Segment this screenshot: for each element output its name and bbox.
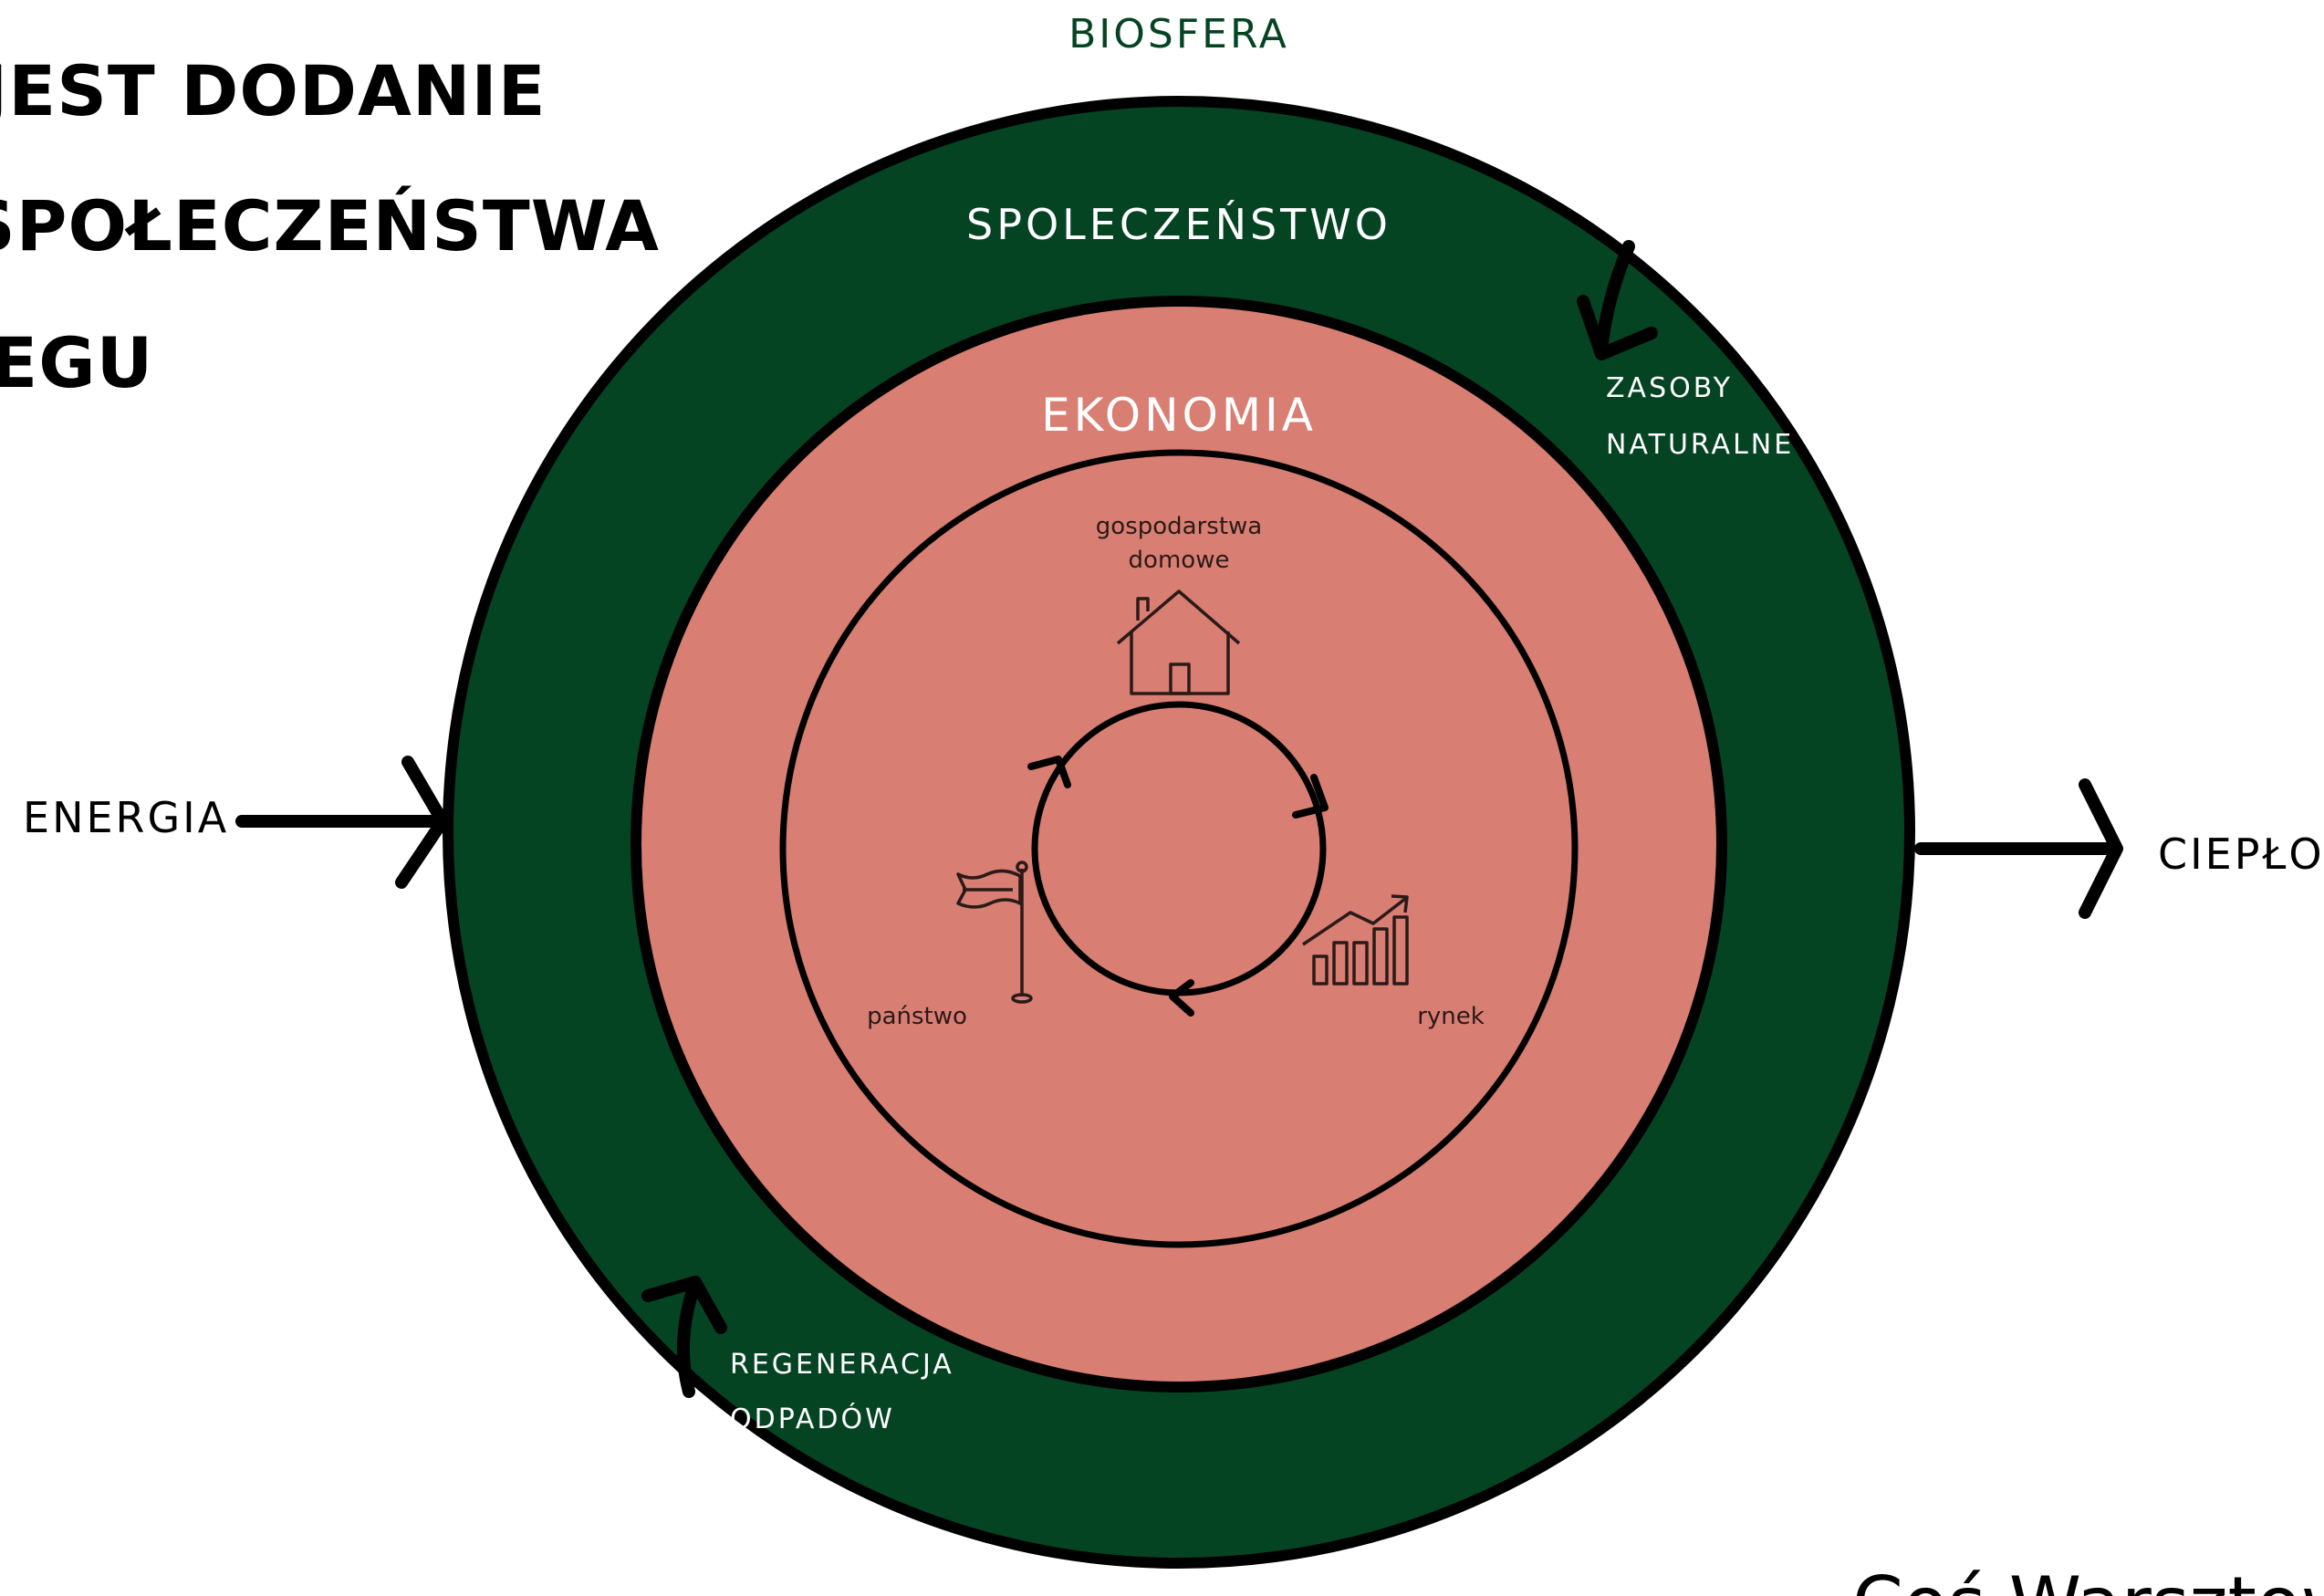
waste-regeneration-label-2: ODPADÓW xyxy=(730,1402,895,1435)
households-label-1: gospodarstwa xyxy=(1096,513,1262,540)
waste-regeneration-arrow xyxy=(641,1276,727,1398)
market-label: rynek xyxy=(1417,1003,1485,1030)
cycle-arrow-icon xyxy=(1027,756,1329,1017)
economy-label: EKONOMIA xyxy=(1041,389,1317,442)
flag-icon xyxy=(956,861,1033,1004)
heat-label: CIEPŁO xyxy=(2158,829,2324,879)
natural-resources-arrow xyxy=(1577,240,1658,360)
inner-economy-ring xyxy=(779,449,1579,1248)
chart-growth-icon xyxy=(1302,894,1409,986)
energy-label: ENERGIA xyxy=(23,793,229,842)
state-label: państwo xyxy=(867,1003,967,1030)
economy-disc xyxy=(631,296,1727,1393)
house-icon xyxy=(1116,589,1241,695)
waste-regeneration-label-1: REGENERACJA xyxy=(730,1349,954,1381)
natural-resources-label-1: ZASOBY xyxy=(1606,372,1733,404)
headline-line-3: IEGU xyxy=(0,322,154,403)
natural-resources-label-2: NATURALNE xyxy=(1606,429,1794,461)
biosphere-label: BIOSFERA xyxy=(1068,11,1289,57)
households-label-2: domowe xyxy=(1129,547,1230,574)
footer-partial-text: Coś Warsztowa xyxy=(1852,1561,2324,1596)
energy-arrow xyxy=(235,756,449,889)
heat-arrow xyxy=(1914,778,2123,919)
headline-line-1: JEST DODANIE xyxy=(0,50,547,131)
society-label: SPOLECZEŃSTWO xyxy=(966,200,1391,249)
headline-line-2: SPOŁECZEŃSTWA xyxy=(0,185,660,266)
